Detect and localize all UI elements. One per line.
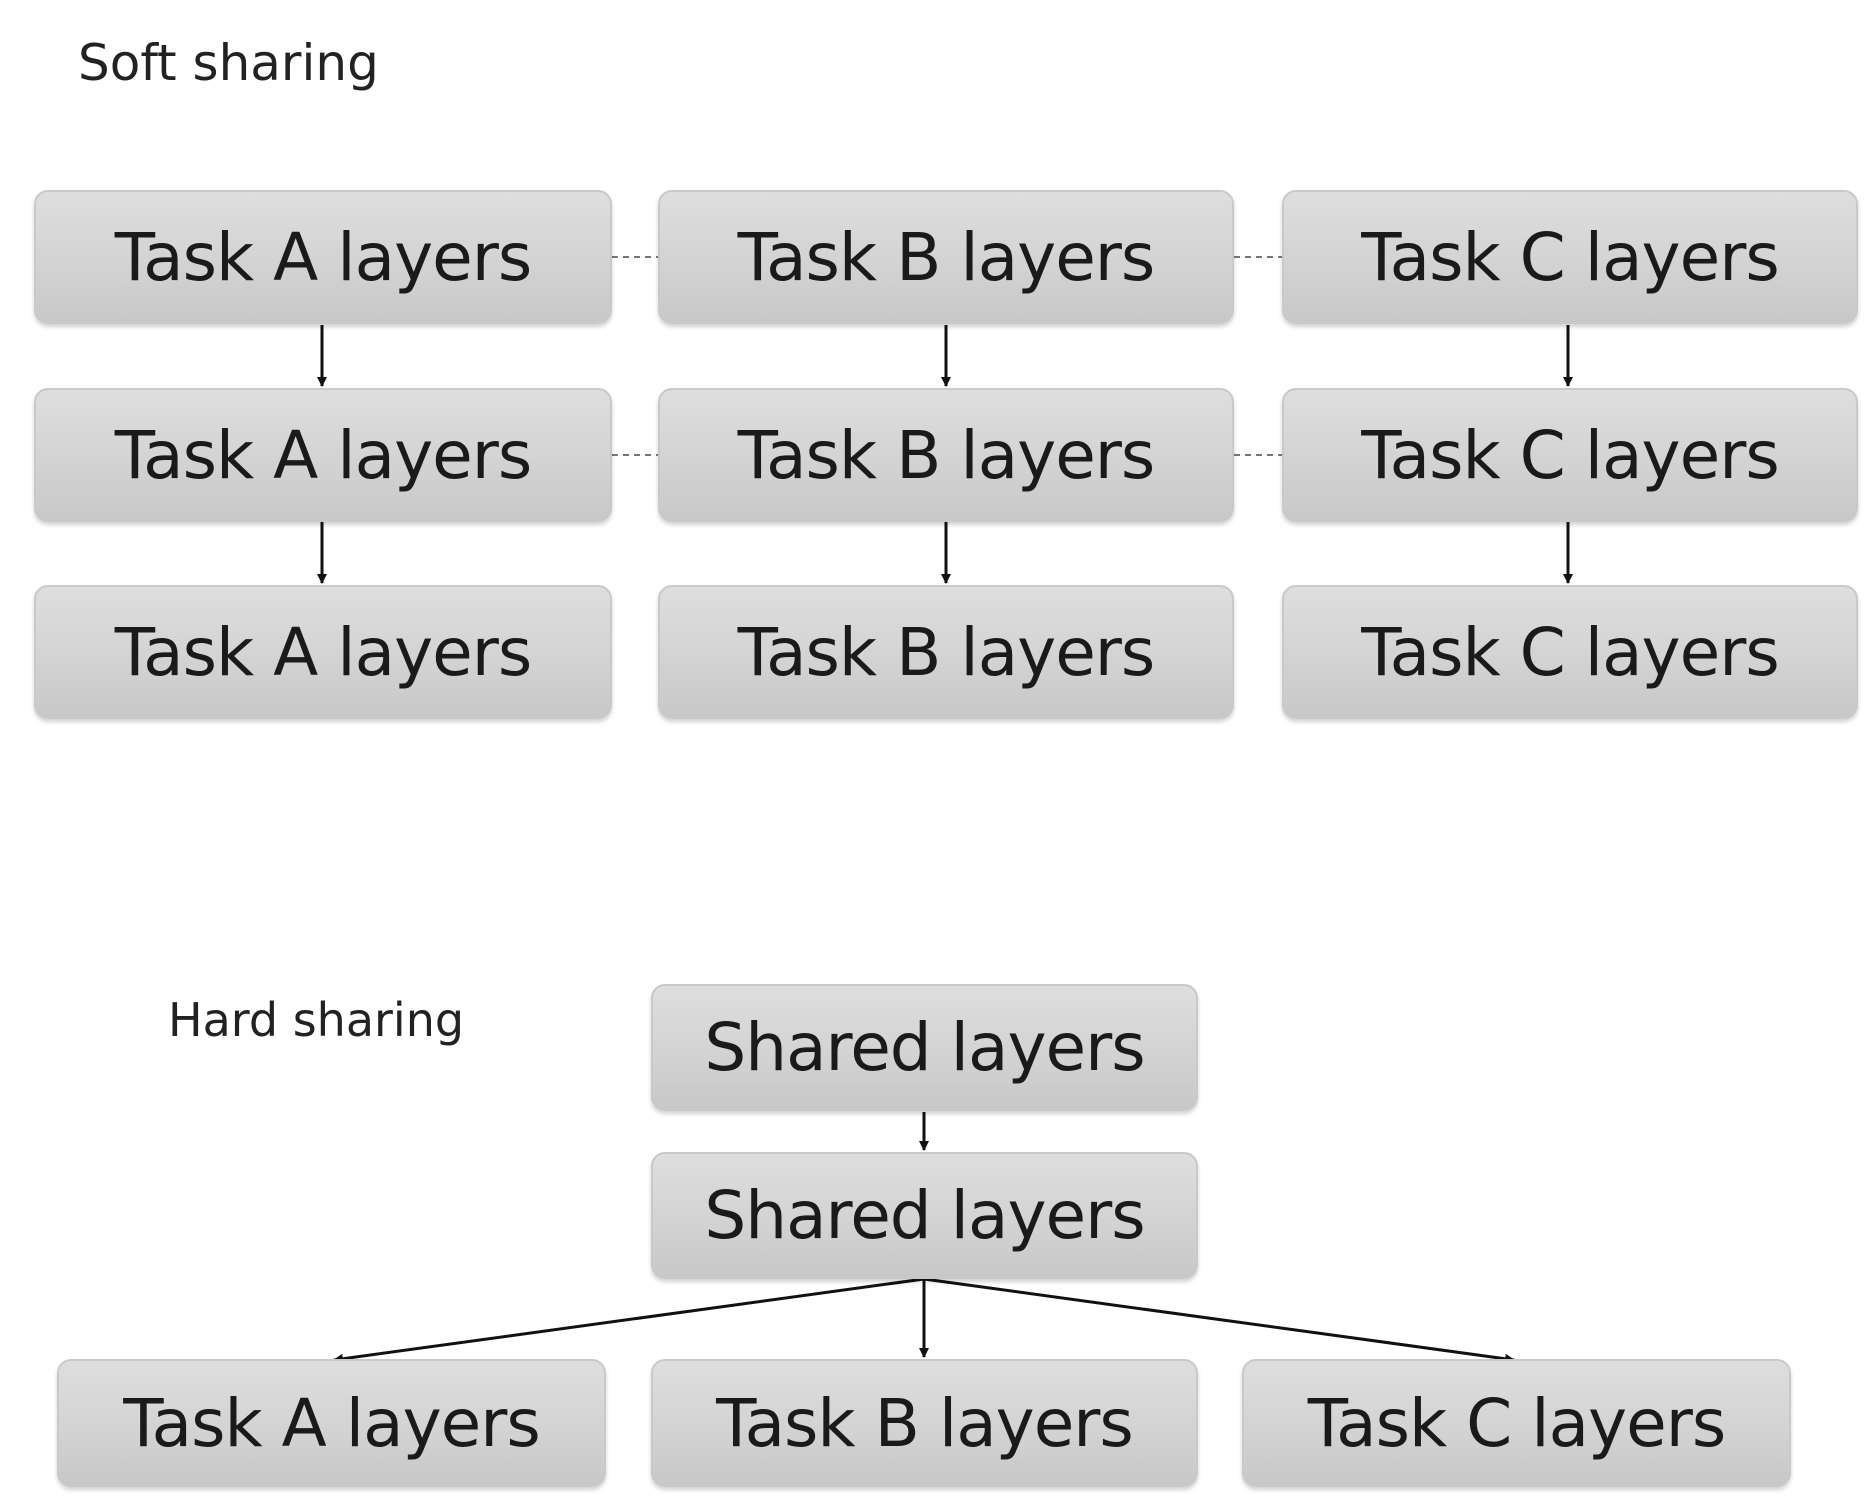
soft-task-c-layer-3: Task C layers: [1282, 585, 1858, 719]
soft-sharing-title: Soft sharing: [78, 34, 379, 92]
soft-task-c-layer-2: Task C layers: [1282, 388, 1858, 522]
hard-task-c-layer: Task C layers: [1242, 1359, 1791, 1487]
soft-task-b-layer-1: Task B layers: [658, 190, 1234, 324]
soft-task-a-layer-3: Task A layers: [34, 585, 612, 719]
soft-task-c-layer-1: Task C layers: [1282, 190, 1858, 324]
hard-arrow-task-a: [333, 1277, 925, 1364]
soft-task-b-layer-2: Task B layers: [658, 388, 1234, 522]
hard-arrow-task-c: [923, 1277, 1515, 1364]
soft-task-a-layer-2: Task A layers: [34, 388, 612, 522]
soft-task-a-layer-1: Task A layers: [34, 190, 612, 324]
hard-shared-layer-2: Shared layers: [651, 1152, 1198, 1279]
hard-task-a-layer: Task A layers: [57, 1359, 606, 1487]
soft-task-b-layer-3: Task B layers: [658, 585, 1234, 719]
hard-task-b-layer: Task B layers: [651, 1359, 1198, 1487]
hard-sharing-title: Hard sharing: [168, 993, 465, 1047]
hard-shared-layer-1: Shared layers: [651, 984, 1198, 1111]
